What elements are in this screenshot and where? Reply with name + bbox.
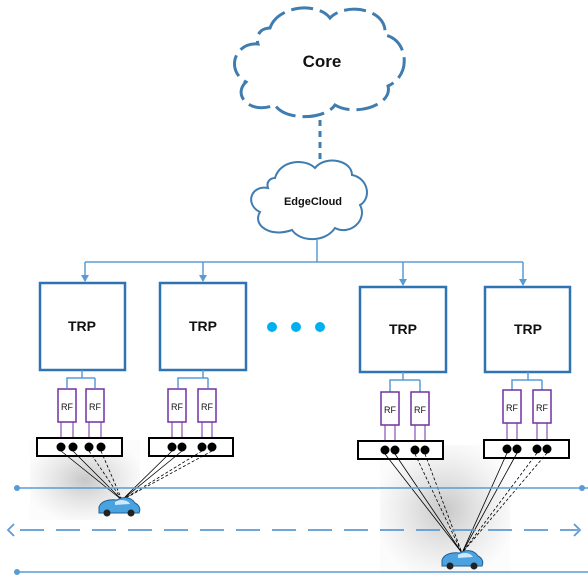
road-center-dashed-line <box>6 523 582 537</box>
rf-label: RF <box>201 402 213 412</box>
core-cloud: Core <box>233 6 406 119</box>
car-icon <box>98 497 141 517</box>
rf-label: RF <box>506 403 518 413</box>
beams-left-vehicle <box>60 450 213 501</box>
trp-3: TRP <box>358 285 448 374</box>
edge-cloud: EdgeCloud <box>250 159 368 241</box>
trp-2-label: TRP <box>189 318 217 334</box>
rf-label: RF <box>414 405 426 415</box>
road-bottom-line <box>14 569 588 575</box>
distribution-arrowheads <box>81 275 527 286</box>
trp-1-label: TRP <box>68 318 96 334</box>
rf-boxes <box>57 388 552 426</box>
rf-label: RF <box>171 402 183 412</box>
antenna-strip-1 <box>36 437 123 457</box>
trp-rf-connectors <box>66 370 543 392</box>
antenna-strip-2 <box>148 437 234 457</box>
rf-label: RF <box>384 405 396 415</box>
core-label: Core <box>303 52 342 71</box>
rf-label: RF <box>61 402 73 412</box>
trp-4-label: TRP <box>514 321 542 337</box>
trp-2: TRP <box>158 281 248 372</box>
edge-cloud-label: EdgeCloud <box>284 196 342 208</box>
trp-3-label: TRP <box>389 321 417 337</box>
rf-label: RF <box>89 402 101 412</box>
trp-1: TRP <box>38 281 127 372</box>
trp-4: TRP <box>483 285 572 374</box>
road-top-line <box>14 485 588 491</box>
car-icon <box>441 550 484 570</box>
antenna-strip-4 <box>483 439 570 459</box>
rf-label: RF <box>536 403 548 413</box>
coverage-shade-right <box>380 445 510 575</box>
beams-right-vehicle <box>384 452 548 554</box>
distribution-lines <box>84 240 524 285</box>
antenna-strip-3 <box>357 440 444 460</box>
three-dots-icon <box>267 322 325 332</box>
